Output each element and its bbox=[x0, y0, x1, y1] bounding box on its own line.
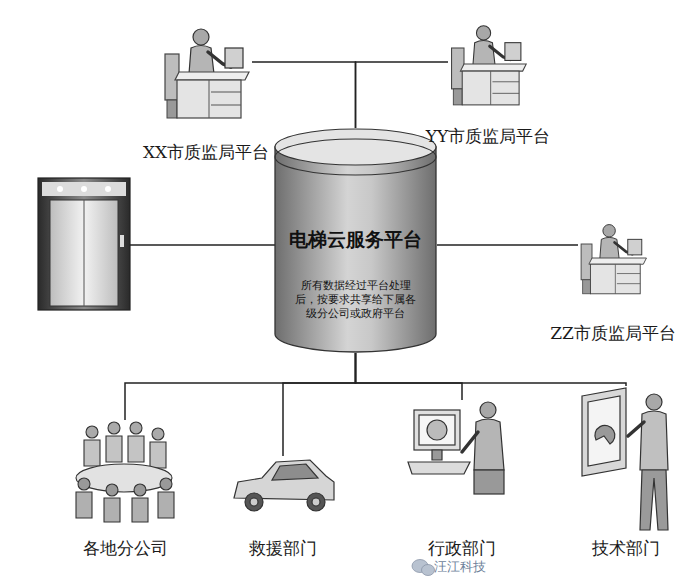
connector-line bbox=[283, 353, 356, 456]
connector-line bbox=[356, 353, 627, 386]
presenter-figure bbox=[582, 388, 668, 530]
connector-line bbox=[356, 62, 449, 128]
platform-title: 电梯云服务平台 bbox=[274, 228, 437, 250]
watermark-icon bbox=[412, 560, 435, 576]
node-label: 技术部门 bbox=[592, 538, 660, 558]
node-label: 各地分公司 bbox=[83, 538, 168, 558]
elevator-car bbox=[38, 178, 130, 310]
admin-dept: 行政部门 bbox=[410, 400, 514, 558]
connector-line bbox=[437, 244, 578, 246]
operator-figure bbox=[165, 29, 249, 118]
operator-figure bbox=[581, 225, 646, 294]
connector-line bbox=[125, 353, 356, 420]
cloud-platform-cylinder: 电梯云服务平台所有数据经过平台处理后，按要求共享给下属各级分公司或政府平台 bbox=[274, 128, 437, 353]
operator-figure bbox=[452, 26, 527, 105]
meeting-group bbox=[76, 422, 174, 522]
computer-operator bbox=[408, 402, 504, 494]
node-label: YY市质监局平台 bbox=[426, 126, 550, 146]
branch-office: 各地分公司 bbox=[75, 420, 175, 558]
agency-platform: YY市质监局平台 bbox=[448, 14, 528, 146]
agency-platform: ZZ市质监局平台 bbox=[578, 210, 648, 343]
agency-platform: XX市质监局平台 bbox=[160, 22, 252, 162]
connector-line bbox=[356, 353, 463, 400]
platform-note: 所有数据经过平台处理后，按要求共享给下属各级分公司或政府平台 bbox=[290, 278, 421, 320]
node-label: XX市质监局平台 bbox=[143, 142, 269, 162]
tech-dept: 技术部门 bbox=[580, 386, 672, 558]
watermark-text: 汪江科技 bbox=[434, 559, 486, 575]
rescue-dept: 救援部门 bbox=[232, 456, 334, 558]
node-label: 救援部门 bbox=[249, 538, 317, 558]
node-label: 行政部门 bbox=[428, 538, 496, 558]
node-label: ZZ市质监局平台 bbox=[550, 323, 676, 343]
connector-line bbox=[252, 62, 356, 128]
elevator-wire bbox=[128, 244, 276, 246]
rescue-car bbox=[234, 460, 334, 511]
